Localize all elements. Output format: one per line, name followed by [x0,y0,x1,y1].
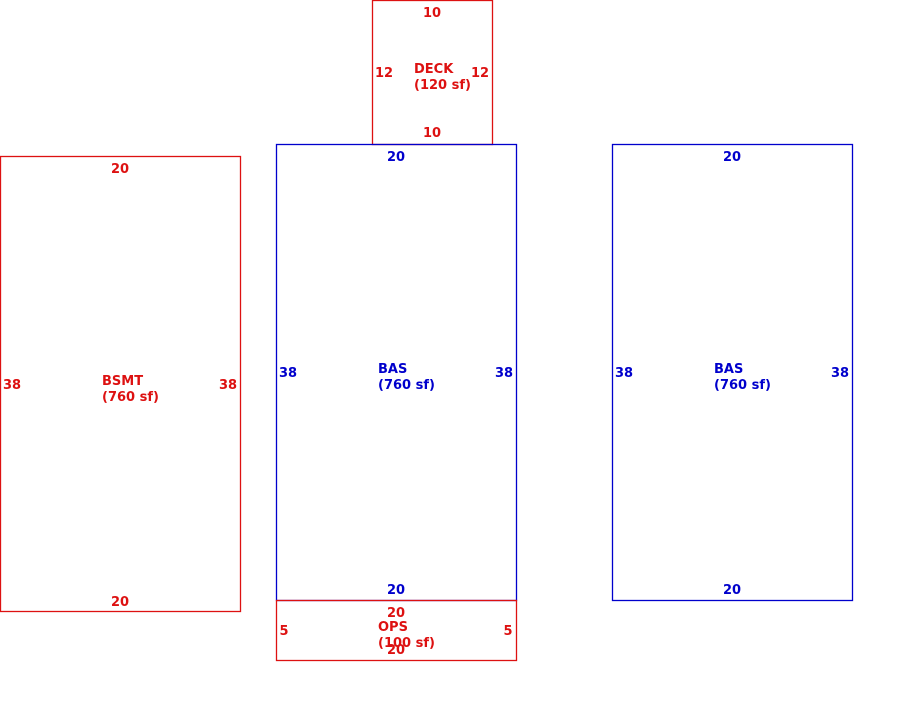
deck-left-dimension: 12 [375,66,393,81]
deck-top-dimension: 10 [423,6,441,21]
bas-right-right-dimension: 38 [831,366,849,381]
bsmt-bottom-dimension: 20 [111,595,129,610]
bsmt-outline [0,155,242,613]
bsmt-left-dimension: 38 [3,378,21,393]
bsmt-right-dimension: 38 [219,378,237,393]
deck-area-size: (120 sf) [414,78,471,93]
ops-outline [275,599,518,662]
bas-right-area-size: (760 sf) [714,378,771,393]
deck-bottom-dimension: 10 [423,126,441,141]
deck-area: 10 10 12 12 DECK (120 sf) [371,0,494,146]
ops-top-dimension: 20 [387,606,405,621]
ops-label: OPS [378,620,408,635]
bas-right-label: BAS [714,362,743,377]
deck-right-dimension: 12 [471,66,489,81]
deck-label: DECK [414,62,454,77]
bas-middle-left-dimension: 38 [279,366,297,381]
bas-middle-label: BAS [378,362,407,377]
bas-right-outline [611,143,854,602]
bsmt-area: 20 20 38 38 BSMT (760 sf) [0,155,242,613]
bas-middle-bottom-dimension: 20 [387,583,405,598]
ops-area: 20 20 5 5 OPS (100 sf) [275,599,518,662]
bas-middle-top-dimension: 20 [387,150,405,165]
ops-left-dimension: 5 [279,624,288,639]
bas-middle-right-dimension: 38 [495,366,513,381]
bas-middle-area: 20 20 38 38 BAS (760 sf) [275,143,518,602]
ops-bottom-dimension: 20 [387,643,405,658]
bsmt-area-size: (760 sf) [102,390,159,405]
bas-right-top-dimension: 20 [723,150,741,165]
bas-middle-area-size: (760 sf) [378,378,435,393]
ops-area-size: (100 sf) [378,636,435,651]
bas-right-area: 20 20 38 38 BAS (760 sf) [611,143,854,602]
ops-right-dimension: 5 [503,624,512,639]
bsmt-top-dimension: 20 [111,162,129,177]
bas-right-left-dimension: 38 [615,366,633,381]
bas-right-bottom-dimension: 20 [723,583,741,598]
bsmt-label: BSMT [102,374,143,389]
